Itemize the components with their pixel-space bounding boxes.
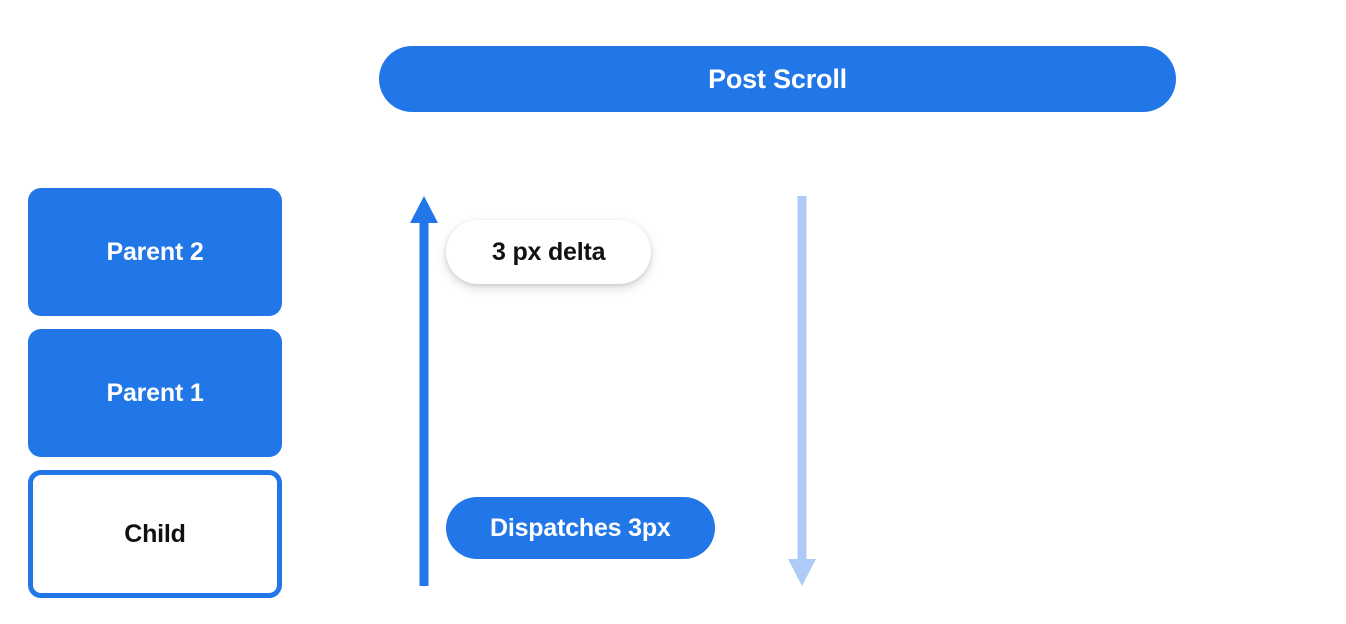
- dispatch-pill: Dispatches 3px: [446, 497, 715, 559]
- node-box-parent-1-label: Parent 1: [106, 378, 204, 407]
- post-scroll-header: Post Scroll: [379, 46, 1176, 112]
- dispatch-pill-label: Dispatches 3px: [490, 513, 671, 542]
- scroll-down-arrow-icon: [788, 196, 816, 586]
- node-box-child-label: Child: [124, 519, 186, 548]
- node-box-child[interactable]: Child: [28, 470, 282, 598]
- scroll-up-arrow-icon: [410, 196, 438, 586]
- post-scroll-header-label: Post Scroll: [708, 63, 847, 94]
- node-box-parent-2-label: Parent 2: [106, 237, 204, 266]
- delta-pill-label: 3 px delta: [492, 237, 606, 266]
- node-box-parent-1[interactable]: Parent 1: [28, 329, 282, 457]
- node-box-parent-2[interactable]: Parent 2: [28, 188, 282, 316]
- delta-pill: 3 px delta: [446, 220, 652, 284]
- node-stack: Parent 2 Parent 1 Child: [28, 188, 282, 598]
